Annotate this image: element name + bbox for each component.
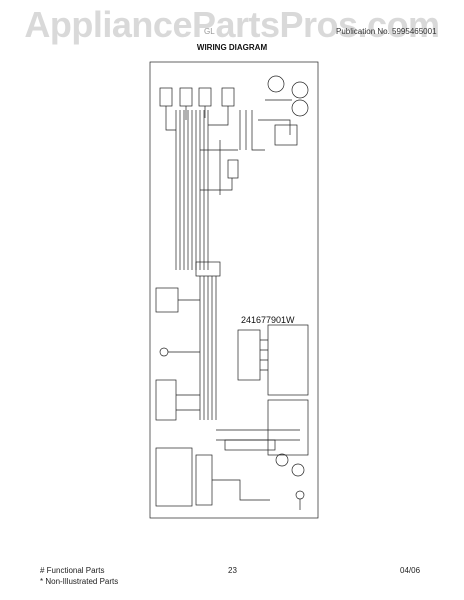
model-label: GL — [204, 27, 215, 36]
connector-top-3 — [198, 87, 212, 107]
diagram-part-number: 241677901W — [241, 315, 295, 325]
bottom-motor-1 — [275, 453, 289, 467]
board-connector — [237, 329, 261, 381]
connector-mid — [227, 159, 239, 179]
right-upper-wires — [239, 99, 292, 151]
bottom-wires — [212, 479, 301, 510]
mid-cross-wires — [200, 140, 238, 195]
dispenser-board — [267, 399, 309, 456]
lower-harness — [199, 276, 217, 420]
control-box-upper — [274, 124, 298, 146]
motor-3 — [291, 99, 309, 117]
bottom-switch — [295, 490, 305, 500]
component-left-2 — [155, 379, 177, 421]
footnote-non-illustrated: * Non-Illustrated Parts — [40, 577, 119, 586]
lower-bus — [216, 429, 300, 441]
bottom-connector — [195, 454, 213, 506]
connector-top-1 — [159, 87, 173, 107]
bottom-terminal-strip — [224, 439, 276, 451]
motor-1 — [267, 75, 285, 93]
connector-top-4 — [221, 87, 235, 107]
publication-number: Publication No. 5995465001 — [336, 27, 437, 36]
main-control-board — [267, 324, 309, 396]
connector-top-2 — [179, 87, 193, 107]
watermark-logo: AppliancePartsPros.com — [24, 4, 440, 45]
motor-2 — [291, 81, 309, 99]
switch-left — [159, 347, 169, 357]
page-number: 23 — [228, 566, 237, 575]
footnote-functional: # Functional Parts — [40, 566, 105, 575]
board-leads — [260, 339, 268, 371]
diagram-frame — [149, 61, 319, 519]
left-leads — [168, 299, 200, 411]
page-title: WIRING DIAGRAM — [196, 43, 268, 52]
page-date: 04/06 — [400, 566, 421, 575]
legend-table — [155, 447, 193, 507]
top-leads — [165, 106, 229, 131]
bottom-motor-2 — [291, 463, 305, 477]
component-left-1 — [155, 287, 179, 313]
